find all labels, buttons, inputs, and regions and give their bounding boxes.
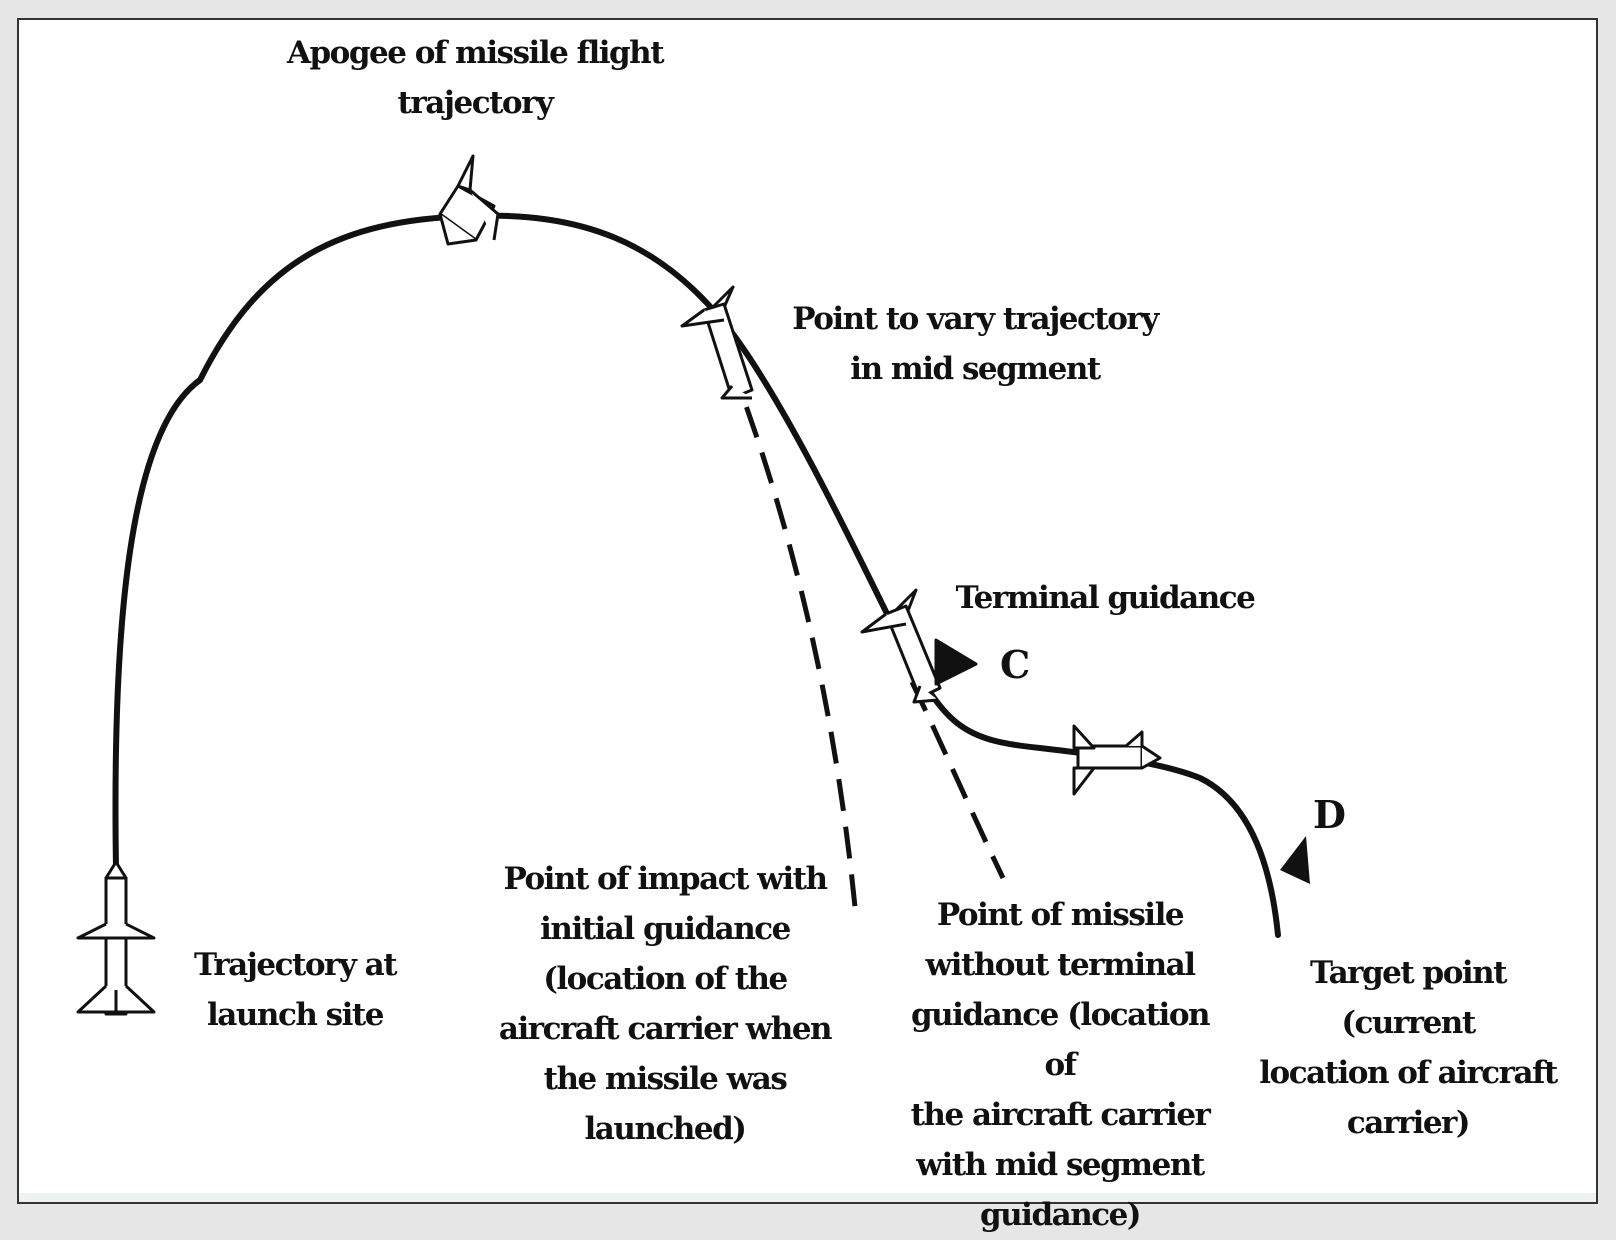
- launch-site-label: Trajectory at launch site: [193, 947, 398, 1033]
- target-point-label: Target point (current location of aircra…: [1259, 955, 1558, 1141]
- d-marker-arrow: [1280, 836, 1310, 884]
- vary-point-label: Point to vary trajectory in mid segment: [792, 301, 1159, 387]
- terminal-guidance-label: Terminal guidance: [955, 580, 1256, 616]
- target-approach-missile-icon: [1072, 724, 1162, 796]
- apogee-label: Apogee of missile flight trajectory: [286, 35, 665, 121]
- apogee-missile-icon: [438, 154, 500, 246]
- launch-missile-icon: [76, 860, 156, 1016]
- terminal-missile-icon: [860, 588, 978, 704]
- dashed-trajectory-mid-segment-guidance: [909, 680, 1006, 880]
- footer-strip: [19, 1193, 1596, 1202]
- no-terminal-guidance-label: Point of missile without terminal guidan…: [910, 897, 1211, 1233]
- marker-d: D: [1313, 792, 1346, 837]
- marker-c: C: [1000, 642, 1031, 687]
- impact-initial-guidance-label: Point of impact with initial guidance (l…: [498, 861, 833, 1147]
- dashed-trajectory-initial-guidance: [727, 361, 859, 918]
- mid-segment-missile-icon: [680, 285, 754, 400]
